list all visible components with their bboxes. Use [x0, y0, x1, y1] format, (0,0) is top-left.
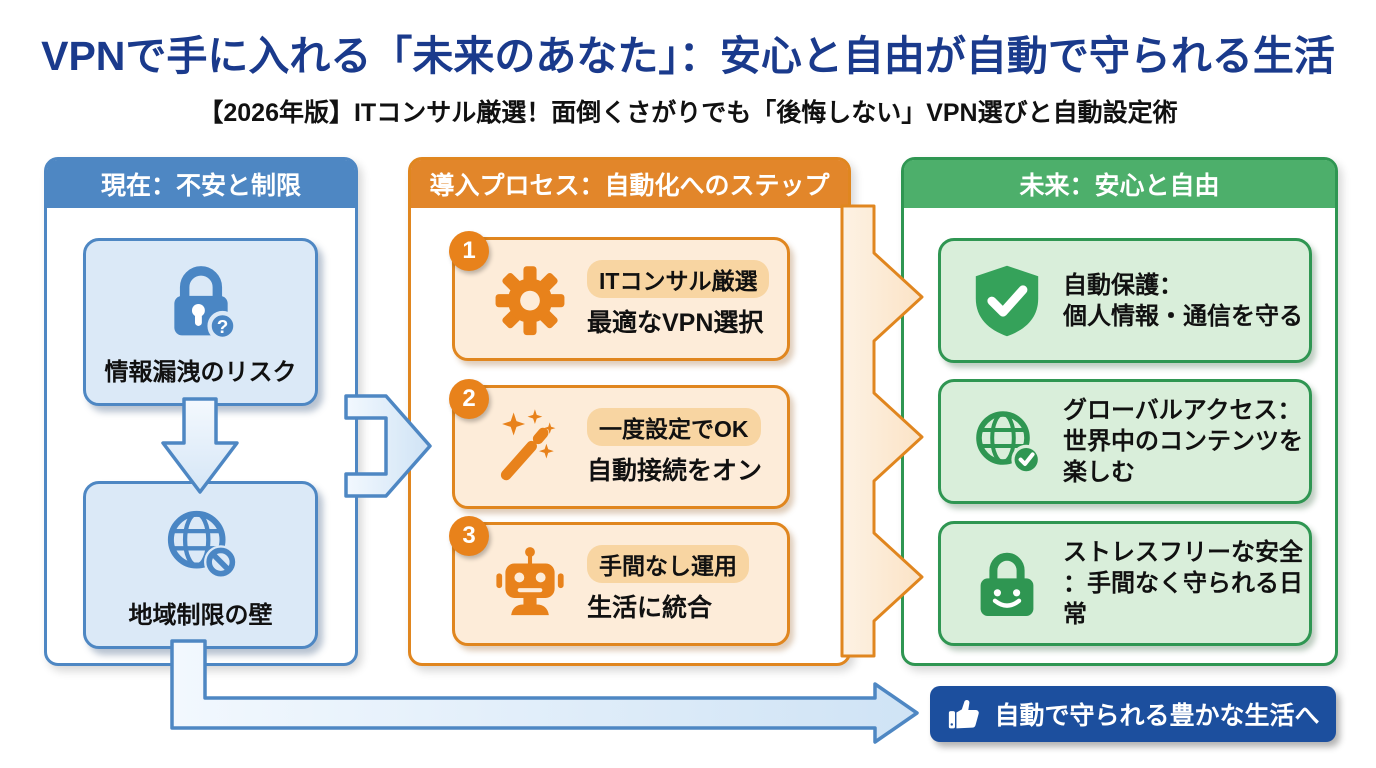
page-title: VPNで手に入れる「未来のあなた」：安心と自由が自動で守られる生活: [41, 33, 1335, 79]
step-label: 最適なVPN選択: [587, 308, 764, 337]
step-1-card: 1 I: [449, 231, 790, 361]
future-column-header: 未来：安心と自由: [904, 160, 1335, 208]
card-label: 情報漏洩のリスク: [104, 358, 297, 386]
step-number-badge: 3: [449, 516, 489, 556]
step-number-badge: 1: [449, 231, 489, 271]
step-label: 自動接続をオン: [587, 456, 763, 485]
process-column-header: 導入プロセス：自動化へのステップ: [411, 160, 848, 208]
geo-restriction-card: 地域制限の壁: [83, 481, 318, 649]
robot-icon: [489, 543, 571, 625]
banner-label: 自動で守られる豊かな生活へ: [994, 702, 1320, 730]
card-label: グローバルアクセス： 世界中のコンテンツを 楽しむ: [1063, 397, 1303, 486]
globe-blocked-icon: [158, 501, 244, 587]
step-label: 生活に統合: [587, 593, 713, 622]
shield-check-icon: [967, 261, 1047, 341]
future-column: 未来：安心と自由 自動保護： 個人情報・通信を守る: [901, 157, 1338, 666]
page-subtitle: 【2026年版】ITコンサル厳選！面倒くさがりでも「後悔しない」VPN選びと自動…: [198, 99, 1178, 127]
card-label: ストレスフリーな安全 ：手間なく守られる日 常: [1063, 539, 1303, 628]
step-2-card: 2 一度設定でOK 自動接続をオン: [449, 379, 790, 509]
thumbs-up-icon: [946, 696, 982, 732]
step-3-card: 3 手間なし運用 生活に統合: [449, 516, 790, 646]
step-tag: ITコンサル厳選: [587, 259, 770, 298]
conclusion-banner: 自動で守られる豊かな生活へ: [930, 686, 1336, 742]
lock-smile-icon: [967, 544, 1047, 624]
process-column: 導入プロセス：自動化へのステップ 1: [408, 157, 851, 666]
magic-wand-icon: [489, 406, 571, 488]
present-column: 現在：不安と制限 ? 情報漏洩のリスク: [44, 157, 358, 666]
present-column-header: 現在：不安と制限: [47, 160, 355, 208]
global-access-card: グローバルアクセス： 世界中のコンテンツを 楽しむ: [938, 379, 1312, 504]
auto-protection-card: 自動保護： 個人情報・通信を守る: [938, 238, 1312, 363]
step-tag: 手間なし運用: [587, 544, 749, 583]
card-label: 地域制限の壁: [128, 601, 273, 629]
globe-check-icon: [967, 402, 1047, 482]
step-number-badge: 2: [449, 379, 489, 419]
card-label: 自動保護： 個人情報・通信を守る: [1063, 271, 1303, 330]
step-tag: 一度設定でOK: [587, 407, 761, 446]
svg-text:?: ?: [216, 316, 228, 337]
gear-icon: [489, 258, 571, 340]
info-leak-risk-card: ? 情報漏洩のリスク: [83, 238, 318, 406]
lock-question-icon: ?: [158, 258, 244, 344]
stress-free-card: ストレスフリーな安全 ：手間なく守られる日 常: [938, 521, 1312, 646]
